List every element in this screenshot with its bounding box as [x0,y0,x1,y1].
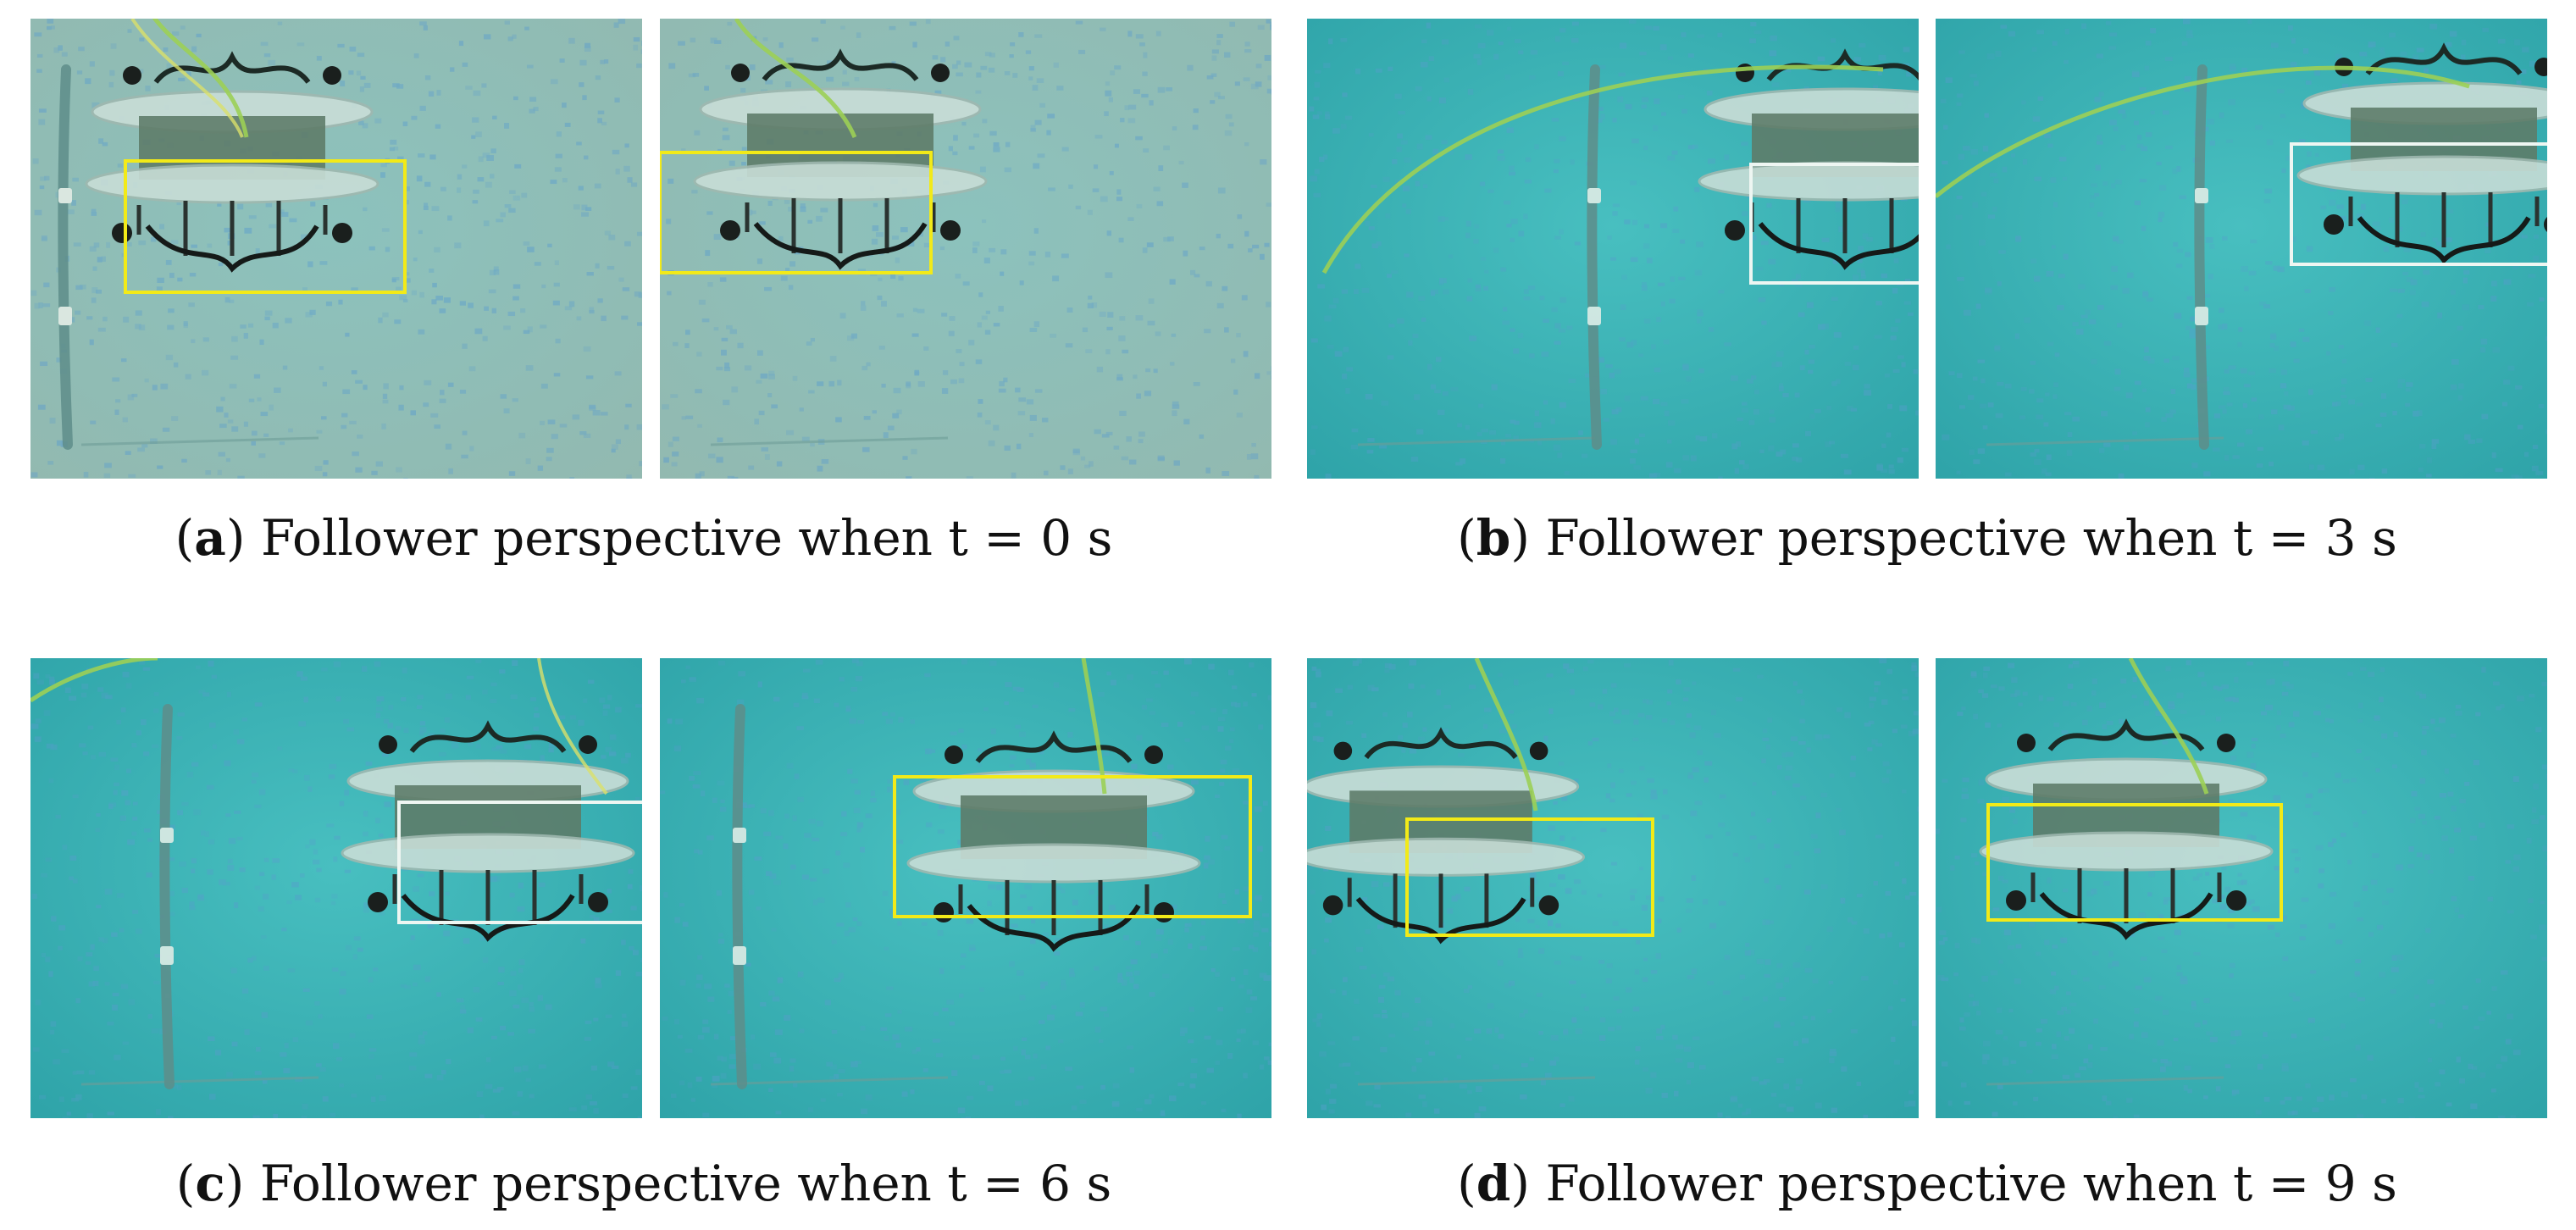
subfigure-caption: (c) Follower perspective when t = 6 s [175,1155,1112,1212]
video-frame [1936,658,2547,1118]
tether-cable [1321,64,1884,274]
caption-text: Follower perspective when t = 6 s [259,1155,1112,1212]
robot [2296,42,2547,264]
video-frame [30,19,642,479]
subfigure-caption: (d) Follower perspective when t = 9 s [1457,1155,2397,1212]
detection-box [1986,803,2283,922]
subfigure-letter: c [195,1155,225,1212]
detection-box [397,801,642,924]
robot [1698,48,1919,270]
caption-text: Follower perspective when t = 9 s [1545,1155,2397,1212]
tether-cable [2128,658,2209,795]
tether-cable [152,19,249,138]
water-background [1936,658,2547,1118]
detection-box [1749,163,1919,285]
pole [58,64,73,450]
pole [159,704,175,1089]
video-frame [1936,19,2547,479]
video-frame [660,19,1271,479]
robot [1979,718,2274,940]
subfigure-letter: b [1476,509,1511,567]
detection-box [893,775,1252,918]
subfigure-letter: d [1476,1155,1511,1212]
tether-cable [1081,658,1107,795]
detection-box [660,151,933,274]
robot [85,51,379,273]
video-frame [1307,658,1919,1118]
pole [732,704,747,1089]
pool-dots [1936,660,2547,1118]
tether-cable [1474,658,1538,812]
video-frame [1307,19,1919,479]
water-background [1307,658,1919,1118]
water-background [660,19,1271,479]
pole [1587,64,1602,450]
water-background [30,658,642,1118]
tether-cable [734,19,857,138]
subfigure-caption: (b) Follower perspective when t = 3 s [1457,509,2397,567]
robot [906,730,1201,952]
robot [1307,727,1585,945]
pole [2194,64,2209,450]
video-frame [660,658,1271,1118]
detection-box [2290,142,2547,266]
tether-cable [1936,65,2470,198]
pool-dots [1307,658,1919,1118]
robot [341,720,635,942]
detection-box [124,159,407,294]
caption-text: Follower perspective when t = 0 s [260,509,1113,567]
water-background [660,658,1271,1118]
subfigure-caption: (a) Follower perspective when t = 0 s [175,509,1113,567]
subfigure-letter: a [194,509,226,567]
water-background [30,19,642,479]
detection-box [1405,817,1654,937]
video-frame [30,658,642,1118]
caption-text: Follower perspective when t = 3 s [1545,509,2397,567]
tether-cable [30,658,158,703]
